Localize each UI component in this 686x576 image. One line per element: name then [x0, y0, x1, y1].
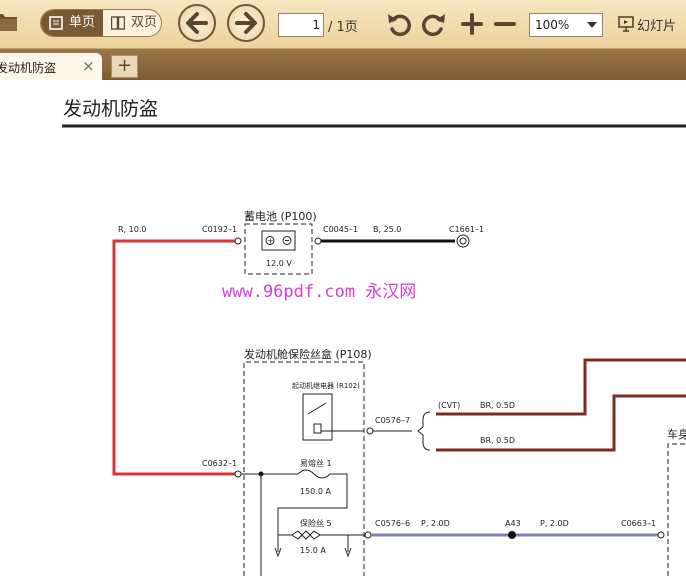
slideshow-label: 幻灯片 [637, 19, 677, 34]
zoom-out-button[interactable] [492, 11, 518, 37]
wire-br1-label: BR, 0.5D [480, 401, 515, 410]
cvt-label: (CVT) [438, 401, 460, 410]
svg-text:+: + [267, 237, 274, 246]
zoom-in-button[interactable] [459, 11, 485, 37]
relay-symbol [302, 393, 333, 441]
battery-symbol [261, 230, 296, 251]
open-folder-icon[interactable] [0, 10, 18, 32]
battery-voltage: 12.0 V [266, 259, 292, 268]
wire-p2-label: P, 2.0D [540, 519, 569, 528]
arrow-right-icon [235, 12, 257, 34]
double-page-button[interactable]: 双页 [103, 10, 161, 36]
a43-label: A43 [505, 519, 521, 528]
brown-wire-2 [436, 394, 686, 452]
wire-br2-label: BR, 0.5D [480, 436, 515, 445]
chevron-down-icon [587, 22, 597, 28]
slideshow-icon [618, 16, 634, 32]
single-page-icon [49, 16, 63, 30]
wire-b-label: B, 25.0 [373, 225, 401, 234]
new-tab-button[interactable]: + [111, 55, 138, 78]
c0045-label: C0045–1 [323, 225, 358, 234]
fuse-box-label: 发动机舱保险丝盒 (P108) [244, 347, 372, 361]
c0576-7-label: C0576–7 [375, 416, 410, 425]
tab-document[interactable]: 发动机防盗 × [0, 53, 102, 80]
double-page-icon [111, 16, 125, 30]
c0663-label: C0663–1 [621, 519, 656, 528]
fuse5-symbol [291, 530, 321, 540]
rotate-cw-icon [422, 14, 445, 37]
ground-terminal [456, 234, 470, 248]
plus-icon [461, 13, 483, 35]
arrow-left-icon [186, 12, 208, 34]
page-number-input[interactable]: 1 [278, 13, 324, 37]
body-label: 车身 [667, 427, 686, 441]
rotate-right-button[interactable] [421, 11, 447, 37]
fusible-link-symbol [297, 469, 331, 479]
slideshow-button[interactable]: 幻灯片 [618, 14, 684, 36]
rotate-left-button[interactable] [386, 11, 412, 37]
fuse5-rating: 15.0 A [300, 546, 326, 555]
toolbar: 单页 双页 1 / 1页 100% 幻灯片 [0, 0, 686, 49]
zoom-select[interactable]: 100% [529, 13, 603, 37]
tab-title: 发动机防盗 [0, 61, 57, 75]
fuse5-label: 保险丝 5 [300, 518, 332, 528]
battery-box [244, 223, 313, 275]
double-page-label: 双页 [131, 15, 158, 30]
c0192-connector [234, 237, 242, 245]
c0576-6-label: C0576–6 [375, 519, 410, 528]
wire-p1-label: P, 2.0D [421, 519, 450, 528]
watermark: www.96pdf.com 永汉网 [222, 282, 416, 302]
fuse-box-outline [243, 361, 365, 576]
close-icon[interactable]: × [82, 57, 95, 75]
single-page-label: 单页 [69, 15, 96, 30]
page-title: 发动机防盗 [63, 98, 158, 120]
minus-icon [494, 22, 516, 26]
tab-bar: 发动机防盗 × [0, 49, 686, 80]
fusible-link-label: 易熔丝 1 [300, 458, 332, 468]
rotate-ccw-icon [388, 14, 411, 37]
brown-wire-1 [436, 358, 686, 416]
relay-label: 起动机继电器 (R102) [292, 381, 360, 390]
document-page: 发动机防盗 蓄电池 (P100) + 12.0 V R, 10.0 C0192–… [62, 98, 686, 576]
page-view-toggle: 单页 双页 [40, 9, 162, 37]
wire-r-label: R, 10.0 [118, 225, 146, 234]
fusible-link-rating: 150.0 A [300, 487, 331, 496]
red-wire [112, 239, 238, 476]
c0192-label: C0192–1 [202, 225, 237, 234]
page-total-label: / 1页 [328, 20, 358, 35]
previous-page-button[interactable] [178, 4, 216, 42]
single-page-button[interactable]: 单页 [41, 10, 103, 36]
c1661-label: C1661–1 [449, 225, 484, 234]
c0632-connector [234, 470, 242, 478]
battery-label: 蓄电池 (P100) [244, 210, 317, 223]
a43-splice [508, 531, 516, 539]
c0632-label: C0632–1 [202, 459, 237, 468]
next-page-button[interactable] [227, 4, 265, 42]
zoom-value: 100% [535, 18, 570, 32]
